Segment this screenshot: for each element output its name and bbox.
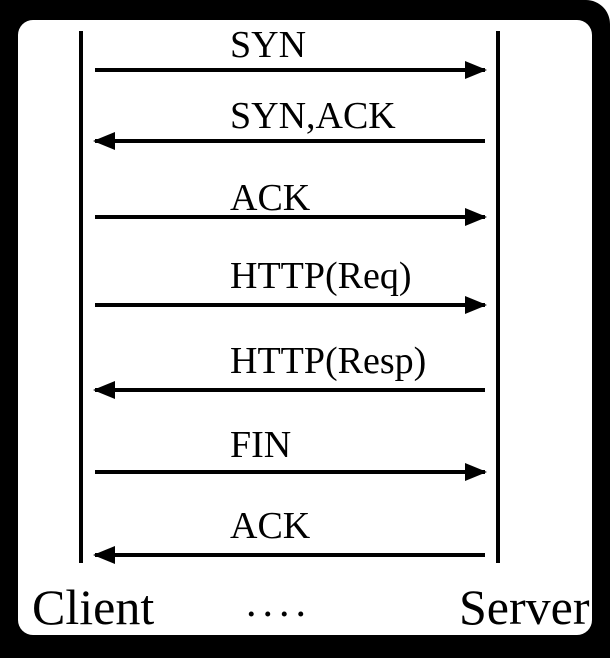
arrow-right-icon [95,470,485,474]
arrow-left-icon [95,388,485,392]
arrow-left-icon [95,139,485,143]
message-label: ACK [230,177,311,219]
message-label: HTTP(Resp) [230,340,427,382]
client-lifeline [79,31,83,563]
arrow-left-icon [95,553,485,557]
sequence-diagram-panel: SYN SYN,ACK ACK HTTP(Req) HTTP(Resp) FIN… [18,20,592,635]
arrow-right-icon [95,303,485,307]
arrow-right-icon [95,215,485,219]
message-label: HTTP(Req) [230,255,412,297]
server-lifeline [496,31,500,563]
message-label: FIN [230,424,292,466]
server-actor-label: Server [459,579,590,635]
client-actor-label: Client [32,579,155,635]
message-label: SYN,ACK [230,95,396,137]
arrow-right-icon [95,68,485,72]
message-label: ACK [230,505,311,547]
ellipsis-dots: .... [246,580,312,626]
message-label: SYN [230,24,307,66]
